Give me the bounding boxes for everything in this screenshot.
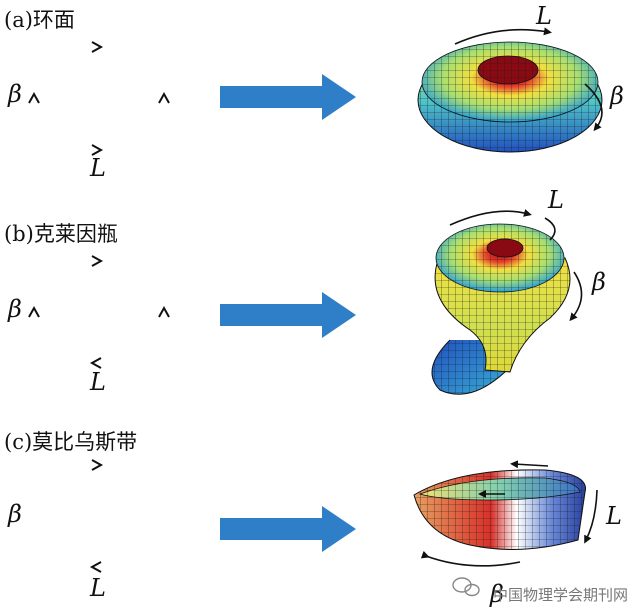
panel-b-square [28,255,170,369]
wechat-icon [452,577,480,597]
panel-b-label: (b)克莱因瓶 [4,222,118,246]
transform-arrow-a [220,74,356,120]
mobius-strip-surface [413,460,598,567]
transform-arrow-c [220,506,356,552]
watermark-text: 中国物理学会期刊网 [492,586,628,604]
arrowhead [91,144,104,156]
arrowhead [28,91,40,104]
transform-arrow-b [220,292,356,338]
arrowhead [91,41,104,53]
torus-L-label: L [536,2,552,30]
klein-beta-label: β [592,268,606,296]
mobius-L-label: L [606,502,622,530]
torus-surface [417,27,603,153]
arrowhead [158,91,170,104]
panel-c-L: L [90,574,106,602]
panel-a-label: (a)环面 [4,8,75,32]
klein-L-label: L [548,186,564,214]
panel-b-beta: β [8,295,22,323]
panel-c-beta: β [8,500,22,528]
panel-a-beta: β [8,80,22,108]
torus-beta-label: β [610,82,624,110]
klein-bottle-surface [431,209,583,395]
mobius-beta-label: β [490,580,504,608]
panel-b-L: L [90,368,106,396]
panel-a-square [28,41,170,156]
panel-a-L: L [90,154,106,182]
panel-c-square [32,459,166,573]
panel-c-label: (c)莫比乌斯带 [4,430,138,454]
